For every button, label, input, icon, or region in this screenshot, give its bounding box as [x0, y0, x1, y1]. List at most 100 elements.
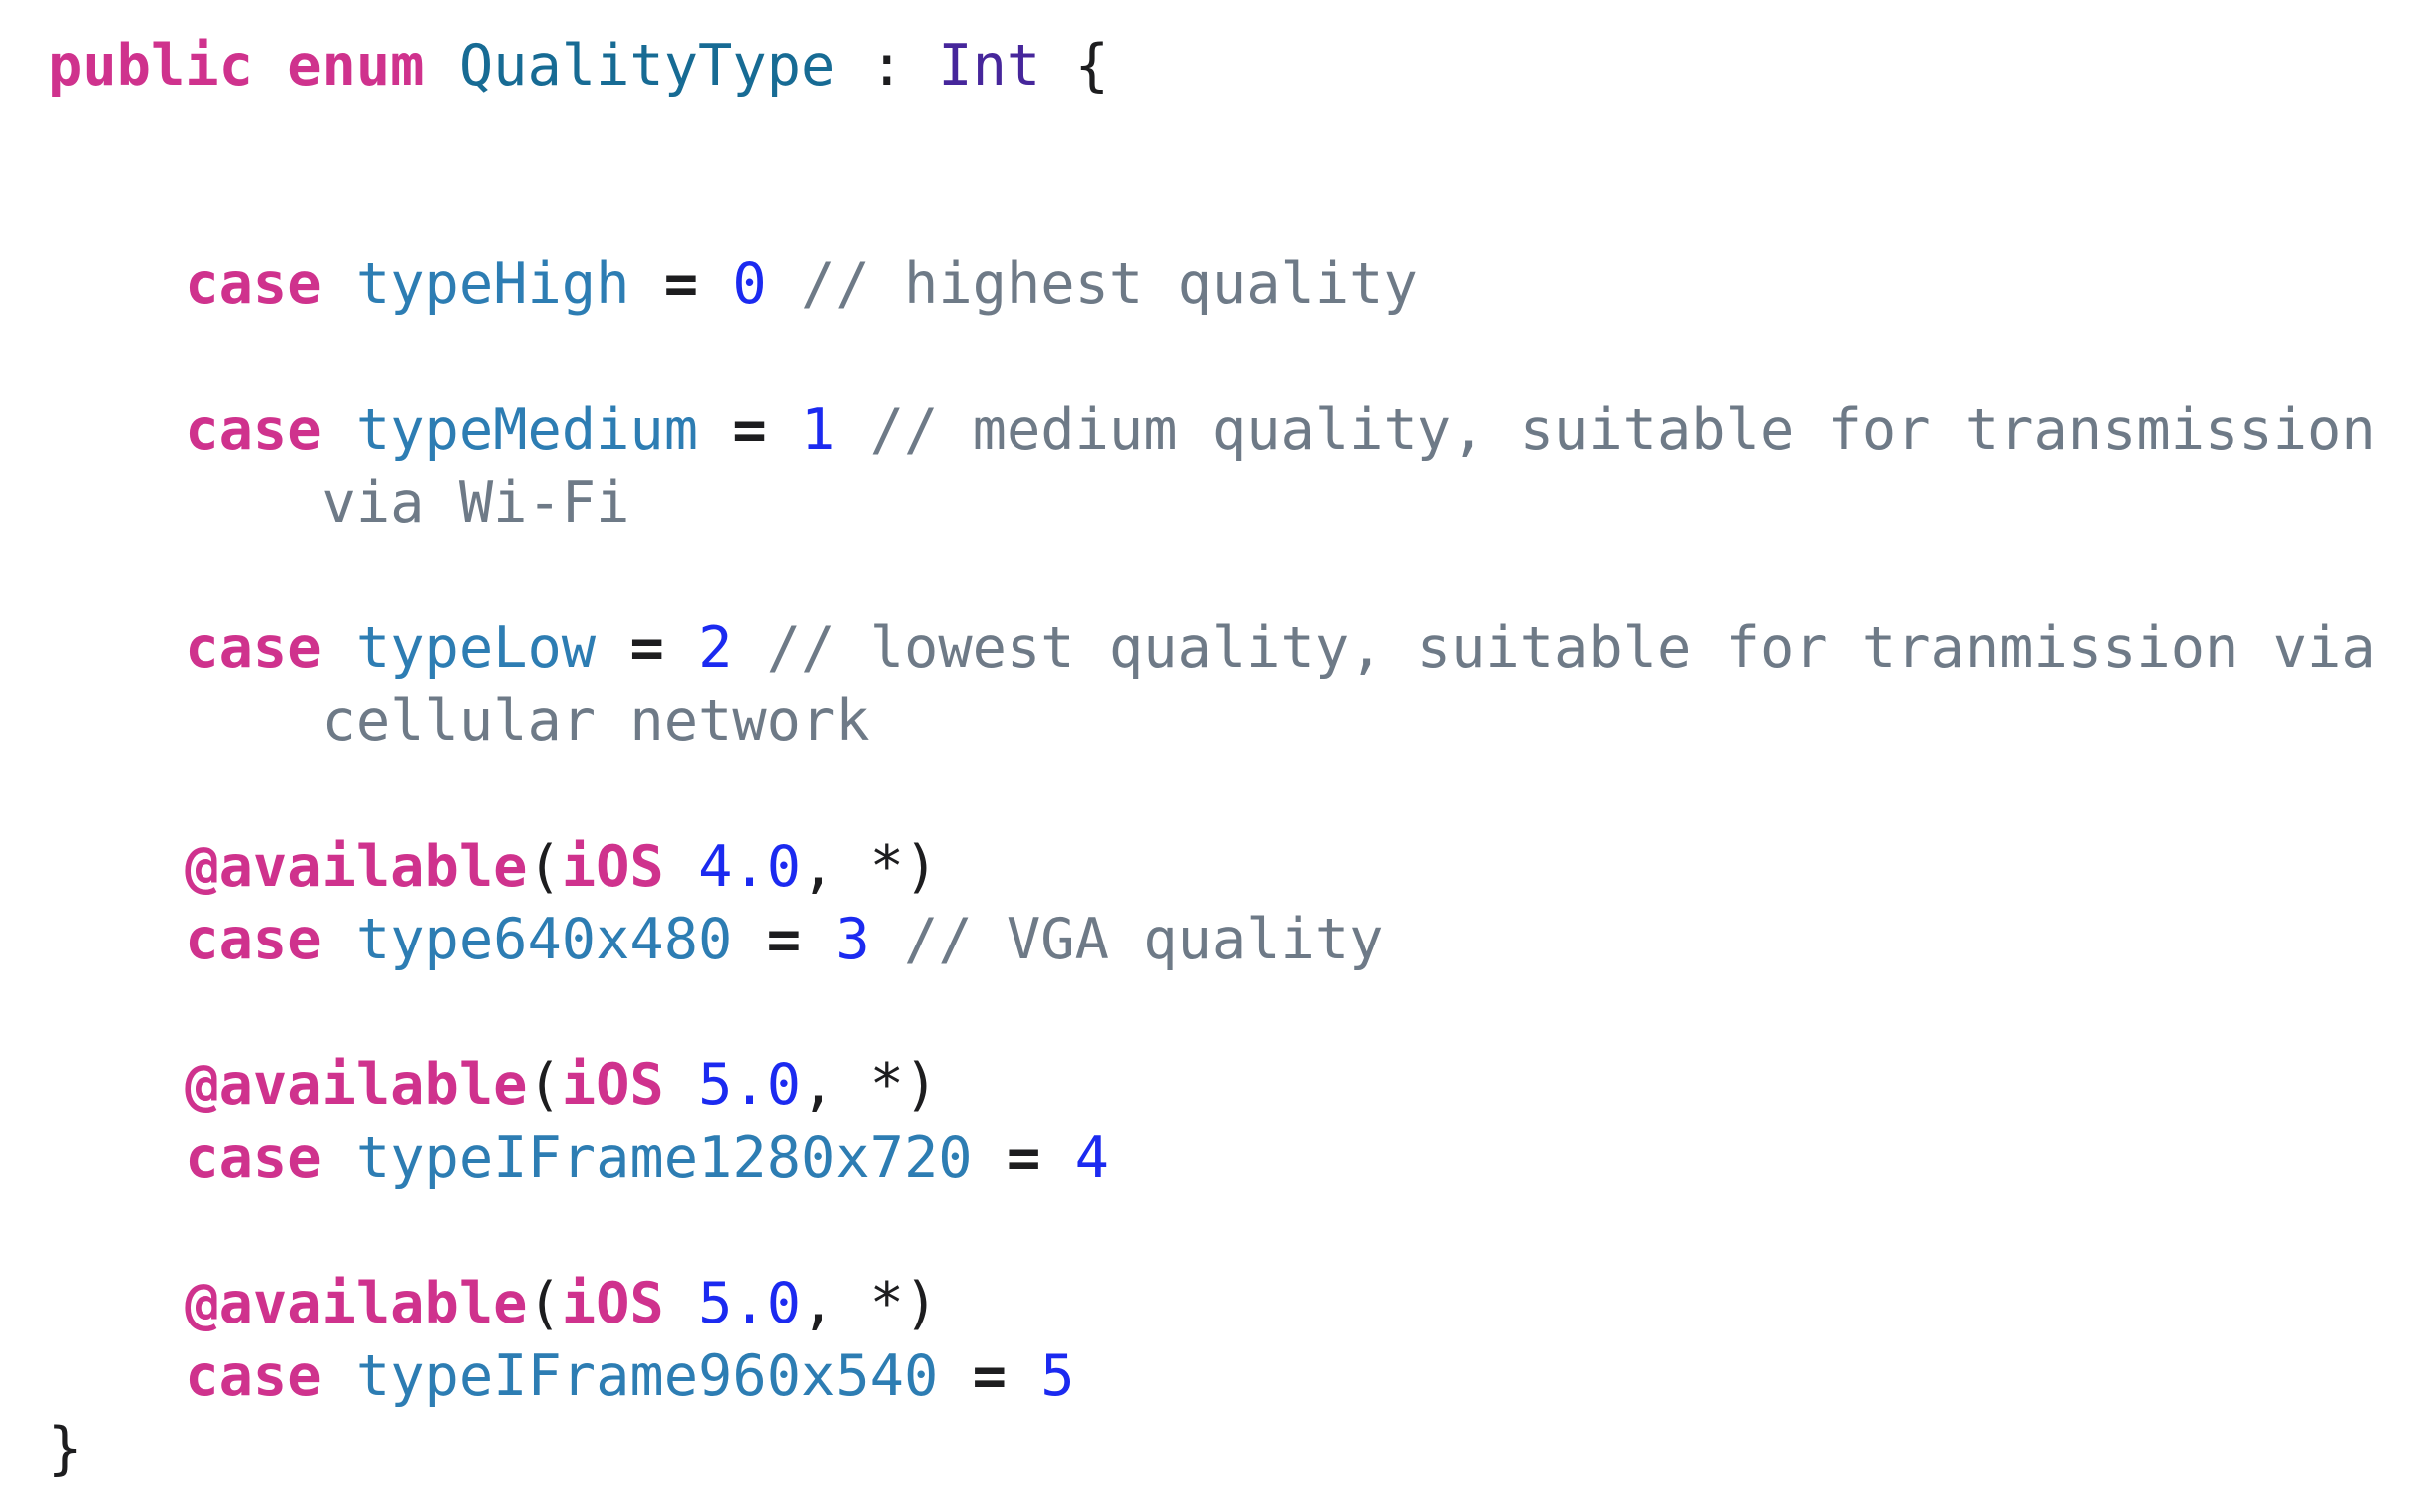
code-token-keyword: case — [185, 397, 322, 463]
code-token-member: typeLow — [355, 615, 597, 681]
code-token-op: = — [766, 907, 802, 972]
code-token-plain: { — [1040, 33, 1109, 99]
code-token-keyword: case — [185, 1343, 322, 1409]
code-token-op: = — [1006, 1125, 1041, 1191]
code-token-plain — [870, 907, 904, 972]
code-token-member: typeHigh — [355, 251, 630, 317]
code-token-number: 4.0 — [698, 834, 802, 900]
code-token-op: = — [663, 251, 699, 317]
code-token-plain — [801, 907, 835, 972]
code-token-plain: ( — [527, 834, 562, 900]
code-line: public enum QualityType : Int { — [48, 30, 2424, 103]
code-token-plain — [48, 397, 185, 463]
code-token-comment: cellular network — [321, 688, 870, 754]
code-token-typename: QualityType — [458, 33, 836, 99]
code-token-plain — [48, 1125, 185, 1191]
code-line — [48, 540, 2424, 612]
code-token-number: 5.0 — [698, 1271, 802, 1336]
code-token-number: 2 — [698, 615, 733, 681]
code-token-plain: , *) — [801, 1052, 939, 1118]
code-line: case typeMedium = 1 // medium quality, s… — [48, 394, 2424, 467]
code-line — [48, 321, 2424, 394]
code-line — [48, 103, 2424, 176]
code-token-plain — [322, 251, 356, 317]
code-token-number: 1 — [801, 397, 836, 463]
code-token-member: typeIFrame960x540 — [355, 1343, 939, 1409]
code-token-plain — [322, 1343, 356, 1409]
code-token-plain: } — [48, 1416, 83, 1482]
code-token-plain: ( — [527, 1271, 562, 1336]
code-token-keyword: @available — [185, 834, 528, 900]
code-token-plain — [664, 1271, 698, 1336]
code-token-member: typeIFrame1280x720 — [355, 1125, 973, 1191]
code-token-keyword: case — [185, 1125, 322, 1191]
code-token-op: = — [972, 1343, 1007, 1409]
code-token-plain — [698, 397, 732, 463]
code-token-plain — [322, 1125, 356, 1191]
code-token-number: 3 — [835, 907, 870, 972]
code-token-plain — [938, 1343, 972, 1409]
code-token-comment: // highest quality — [801, 251, 1418, 317]
code-token-keyword: @available — [185, 1271, 528, 1336]
code-token-plain — [1040, 1125, 1074, 1191]
code-token-plain — [973, 1125, 1007, 1191]
code-token-number: 0 — [732, 251, 767, 317]
code-token-number: 5.0 — [698, 1052, 802, 1118]
code-line — [48, 176, 2424, 248]
code-token-keyword: case — [185, 251, 322, 317]
code-token-keyword: public — [48, 33, 253, 99]
code-token-plain — [48, 470, 322, 536]
code-token-plain — [48, 834, 185, 900]
code-token-plain — [425, 33, 459, 99]
code-token-plain: , *) — [801, 834, 939, 900]
code-token-keyword: iOS — [561, 1271, 664, 1336]
code-token-plain — [322, 907, 356, 972]
code-token-number: 5 — [1040, 1343, 1075, 1409]
code-line: case typeIFrame960x540 = 5 — [48, 1340, 2424, 1413]
code-token-comment: // VGA quality — [904, 907, 1384, 972]
code-token-plain — [596, 615, 629, 681]
code-token-plain — [664, 834, 698, 900]
code-token-plain — [664, 615, 698, 681]
code-line: case type640x480 = 3 // VGA quality — [48, 904, 2424, 976]
code-line — [48, 1195, 2424, 1268]
code-line: cellular network — [48, 685, 2424, 758]
code-token-plain — [48, 1271, 185, 1336]
code-token-plain — [253, 33, 287, 99]
code-token-comment: // lowest quality, suitable for tranmiss… — [766, 615, 2376, 681]
code-token-member: type640x480 — [355, 907, 733, 972]
code-token-number: 4 — [1074, 1125, 1109, 1191]
code-token-plain — [48, 907, 185, 972]
code-line: @available(iOS 4.0, *) — [48, 831, 2424, 904]
code-token-op: = — [629, 615, 664, 681]
code-token-plain — [48, 1052, 185, 1118]
code-line: case typeLow = 2 // lowest quality, suit… — [48, 612, 2424, 685]
code-token-plain: ( — [527, 1052, 562, 1118]
code-line: case typeIFrame1280x720 = 4 — [48, 1122, 2424, 1195]
code-token-plain — [629, 251, 663, 317]
code-token-plain — [767, 397, 801, 463]
code-line: @available(iOS 5.0, *) — [48, 1268, 2424, 1340]
code-token-op: = — [732, 397, 767, 463]
code-line: @available(iOS 5.0, *) — [48, 1049, 2424, 1122]
code-token-plain — [1007, 1343, 1040, 1409]
code-token-plain: , *) — [801, 1271, 939, 1336]
code-token-plain — [322, 615, 356, 681]
code-line — [48, 976, 2424, 1049]
code-token-plain: : — [835, 33, 939, 99]
code-token-keyword: case — [185, 907, 322, 972]
code-token-keyword: @available — [185, 1052, 528, 1118]
code-line: via Wi-Fi — [48, 467, 2424, 540]
code-line — [48, 758, 2424, 831]
code-token-member: typeMedium — [355, 397, 699, 463]
code-token-typelink: Int — [938, 33, 1041, 99]
code-token-plain — [767, 251, 801, 317]
code-token-plain — [322, 397, 356, 463]
code-token-keyword: iOS — [561, 1052, 664, 1118]
code-token-plain — [698, 251, 732, 317]
code-token-keyword: enum — [287, 33, 425, 99]
code-token-keyword: case — [185, 615, 322, 681]
code-token-plain — [835, 397, 869, 463]
code-token-plain — [732, 907, 766, 972]
